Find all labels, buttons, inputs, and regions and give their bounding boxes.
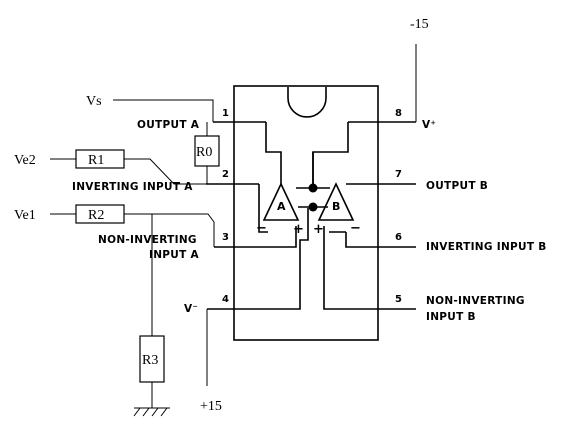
op-amp-b-plus: + — [313, 222, 324, 237]
op-amp-b — [317, 182, 355, 221]
pin-2-number: 2 — [222, 169, 229, 180]
pin-7-label: OUTPUT B — [426, 180, 488, 192]
op-amp-a-plus: + — [293, 222, 304, 237]
pin-6-label: INVERTING INPUT B — [426, 241, 547, 253]
r2-label: R2 — [88, 208, 104, 223]
junction-dot-output — [308, 183, 318, 193]
pin-8-label: V⁺ — [422, 119, 436, 131]
pin-7-number: 7 — [395, 169, 402, 180]
op-amp-a — [262, 182, 300, 221]
pin-5-label-line1: NON-INVERTING — [426, 295, 525, 307]
r3-label: R3 — [142, 353, 158, 368]
pin-5-label-line2: INPUT B — [426, 311, 476, 323]
pin-1-label: OUTPUT A — [137, 119, 200, 131]
op-amp-a-minus: − — [256, 221, 267, 236]
pin-5-number: 5 — [395, 294, 402, 305]
ve2-label: Ve2 — [14, 153, 36, 168]
resistor-r3 — [139, 335, 165, 383]
op-amp-a-label: A — [277, 200, 286, 213]
supply-pos-label: +15 — [200, 399, 222, 414]
op-amp-b-label: B — [332, 200, 340, 213]
pin-3-label-line2: INPUT A — [149, 249, 200, 261]
r1-label: R1 — [88, 153, 104, 168]
ground-symbol — [133, 407, 170, 417]
pin-8-number: 8 — [395, 108, 402, 119]
pin-3-number: 3 — [222, 232, 229, 243]
ve1-label: Ve1 — [14, 208, 36, 223]
pin-1-number: 1 — [222, 108, 229, 119]
pin-4-label: V⁻ — [184, 303, 198, 315]
ic-notch — [287, 87, 327, 118]
op-amp-b-minus: − — [350, 221, 361, 236]
pin-2-label: INVERTING INPUT A — [72, 181, 193, 193]
pin-4-number: 4 — [222, 294, 229, 305]
ic-package — [233, 85, 379, 341]
r0-label: R0 — [196, 145, 212, 160]
pin-6-number: 6 — [395, 232, 402, 243]
supply-neg-label: -15 — [410, 17, 429, 32]
pin-3-label-line1: NON-INVERTING — [98, 234, 197, 246]
vs-label: Vs — [86, 94, 102, 109]
